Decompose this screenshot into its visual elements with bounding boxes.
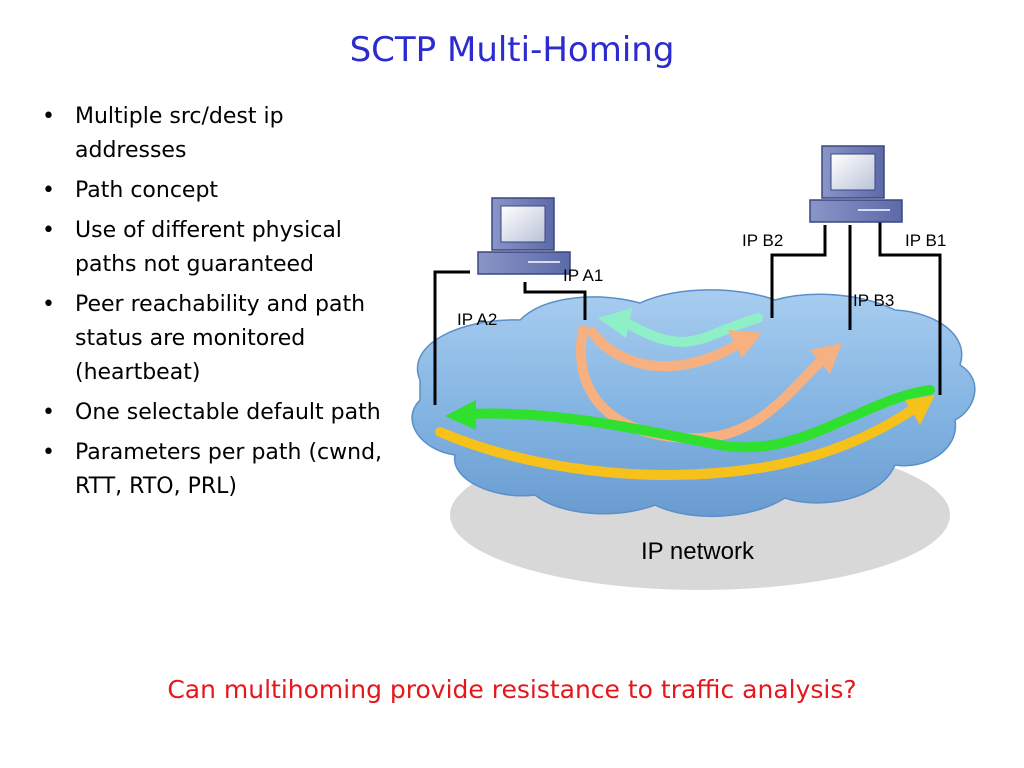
bullet-item: • Peer reachability and path status are m… <box>40 288 385 390</box>
path-yellow-arrow <box>435 395 935 480</box>
bullet-item: • Multiple src/dest ip addresses <box>40 100 385 168</box>
bullet-dot-icon: • <box>42 440 55 465</box>
host-b-links <box>770 222 942 395</box>
bullet-item: • Use of different physical paths not gua… <box>40 214 385 282</box>
bullet-text: Multiple src/dest ip addresses <box>75 104 284 163</box>
host-a-computer-icon <box>477 197 571 275</box>
bullet-text: One selectable default path <box>75 400 381 425</box>
bullet-item: • One selectable default path <box>40 396 385 430</box>
bullet-dot-icon: • <box>42 218 55 243</box>
bullet-dot-icon: • <box>42 178 55 203</box>
bullet-text: Peer reachability and path status are mo… <box>75 292 366 385</box>
path-mint-arrow <box>598 308 763 347</box>
bullet-text: Path concept <box>75 178 219 203</box>
bullet-item: • Path concept <box>40 174 385 208</box>
question-text: Can multihoming provide resistance to tr… <box>167 675 857 704</box>
bullet-dot-icon: • <box>42 400 55 425</box>
host-a-links <box>433 270 587 405</box>
path-orange-arrow-1 <box>587 327 762 372</box>
path-green-arrow <box>445 385 935 453</box>
bullet-dot-icon: • <box>42 104 55 129</box>
bullet-text: Use of different physical paths not guar… <box>75 218 342 277</box>
label-ip-b1: IP B1 <box>905 231 946 250</box>
bullet-dot-icon: • <box>42 292 55 317</box>
host-b-computer-icon <box>809 145 903 223</box>
label-ip-a2: IP A2 <box>457 310 497 329</box>
label-ip-b3: IP B3 <box>853 291 894 310</box>
label-ip-b2: IP B2 <box>742 231 783 250</box>
bullet-item: • Parameters per path (cwnd, RTT, RTO, PR… <box>40 436 385 504</box>
label-ip-network: IP network <box>641 538 755 565</box>
label-ip-a1: IP A1 <box>563 266 603 285</box>
slide-title: SCTP Multi-Homing <box>349 30 675 70</box>
bullet-list: • Multiple src/dest ip addresses • Path co… <box>40 100 385 510</box>
bullet-text: Parameters per path (cwnd, RTT, RTO, PRL… <box>75 440 383 499</box>
